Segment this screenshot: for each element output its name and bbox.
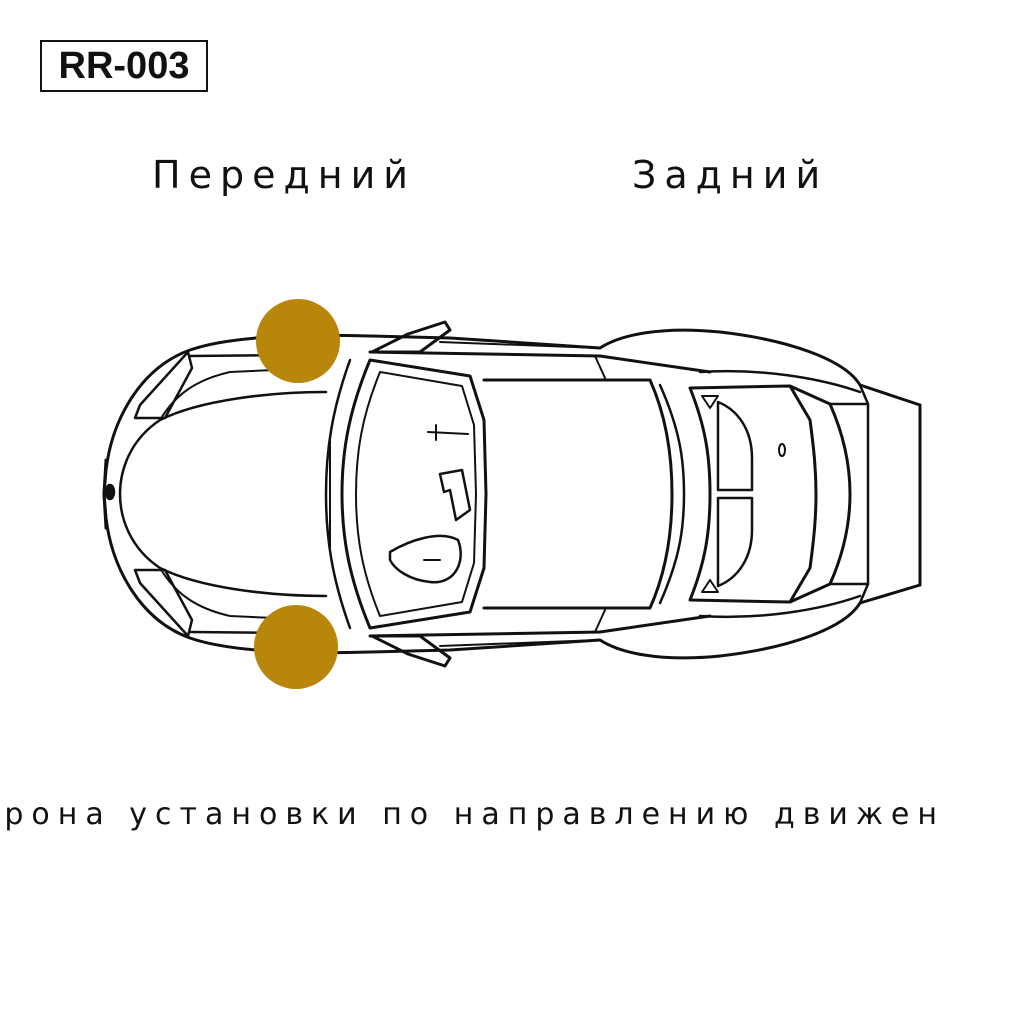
front-emblem	[104, 483, 116, 501]
mirror-left	[370, 320, 452, 354]
product-code: RR-003	[58, 44, 190, 87]
front-left-marker	[256, 299, 340, 383]
front-label: Передний	[152, 153, 416, 197]
rear-label: Задний	[632, 153, 829, 197]
caption-text: орона установки по направлению движен	[0, 797, 945, 832]
installation-side-caption: орона установки по направлению движен	[0, 792, 1024, 838]
rear-window	[688, 384, 818, 604]
windshield	[340, 358, 488, 630]
hood-panel	[118, 390, 328, 598]
mirror-right	[370, 634, 452, 668]
headlight-right	[133, 568, 194, 638]
front-right-marker	[254, 605, 338, 689]
roof-panel	[482, 378, 674, 610]
headlight-left	[133, 350, 194, 420]
product-code-box: RR-003	[40, 40, 208, 92]
